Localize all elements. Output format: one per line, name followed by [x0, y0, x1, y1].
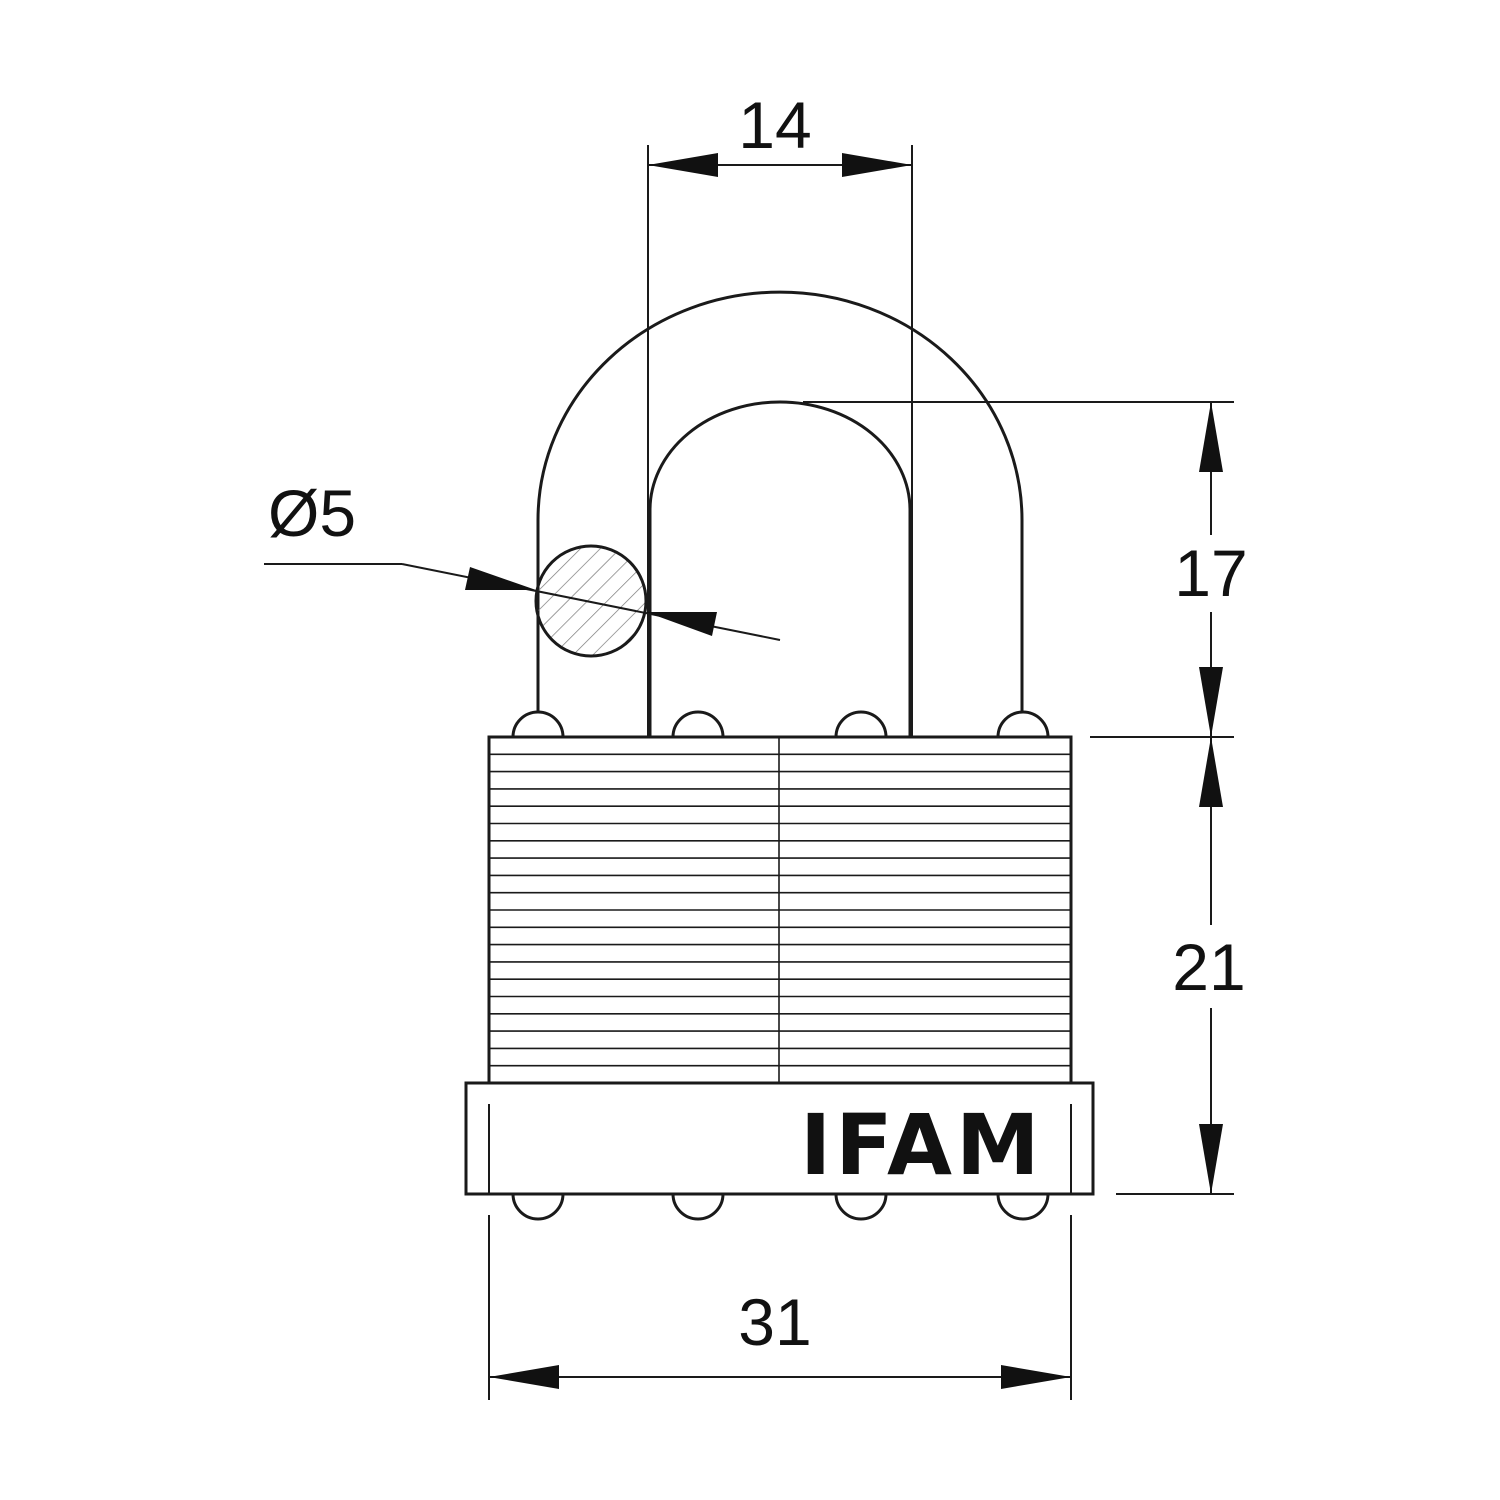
- lock-body: IFAM: [464, 710, 1095, 1221]
- dimension-body-height: 21: [1116, 737, 1246, 1195]
- base-band: [464, 1081, 1095, 1196]
- body-bottom-bumps: [511, 1193, 1050, 1221]
- dimension-body-width: 31: [488, 1215, 1072, 1400]
- shackle-outer-outline: [536, 290, 1024, 712]
- dimension-shackle-inner-width: 14: [647, 88, 913, 737]
- shackle-inner-outline: [648, 400, 912, 737]
- laminate-ribs: [489, 753, 1071, 1067]
- dimension-label-14: 14: [738, 88, 811, 162]
- dimension-label-17: 17: [1174, 536, 1247, 610]
- dimension-shackle-diameter: Ø5: [264, 476, 781, 641]
- dimension-label-21: 21: [1172, 930, 1245, 1004]
- body-top-bumps: [511, 710, 1050, 738]
- dimension-label-31: 31: [738, 1285, 811, 1359]
- shackle: [534, 290, 1024, 737]
- dimension-shackle-clearance: 17: [803, 401, 1248, 738]
- brand-logo: IFAM: [800, 1096, 1044, 1194]
- dimension-label-diameter: Ø5: [268, 476, 356, 550]
